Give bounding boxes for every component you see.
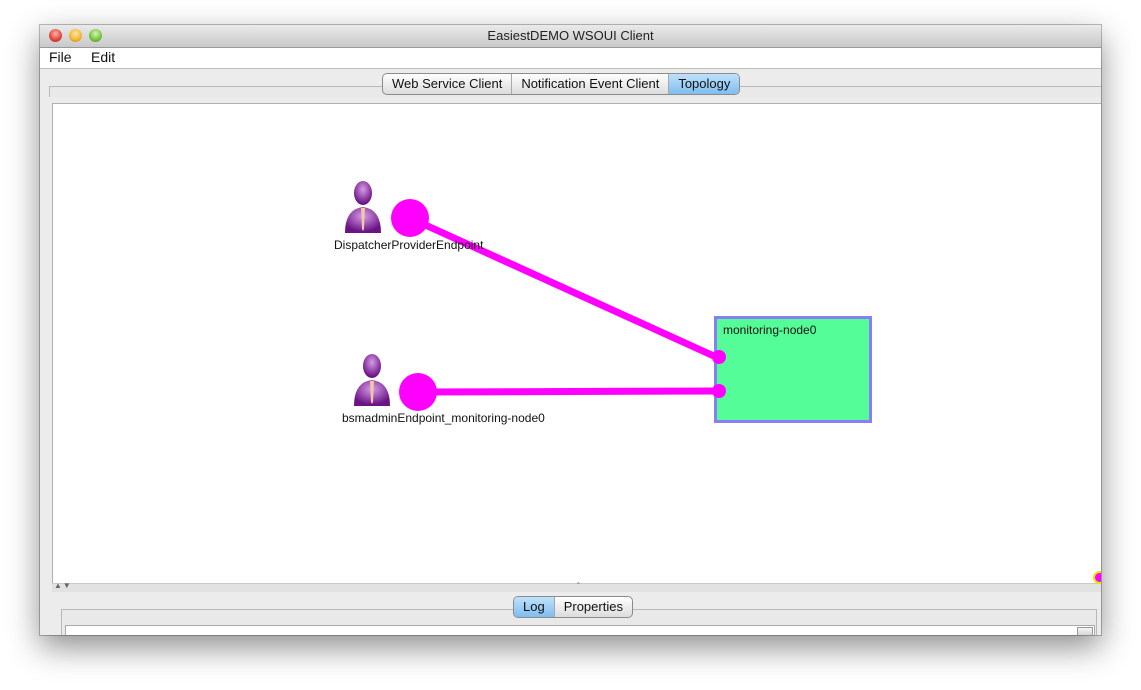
main-tabs: Web Service Client Notification Event Cl… [382,73,741,95]
bottom-tabs: Log Properties [513,596,633,618]
title-bar: EasiestDEMO WSOUI Client [40,25,1101,48]
bsmadmin-endpoint-port [399,373,437,411]
monitoring-node-label: monitoring-node0 [723,323,817,337]
tab-properties[interactable]: Properties [563,599,623,614]
menu-bar: File Edit [40,48,1101,69]
topology-canvas[interactable]: DispatcherProviderEndpoint bsmadminEndpo… [52,103,1101,584]
dispatcher-endpoint-port [391,199,429,237]
app-window: EasiestDEMO WSOUI Client File Edit Web S… [40,25,1101,635]
topology-connections [391,199,720,411]
log-text-area[interactable] [65,625,1095,635]
connection-bsmadmin-to-node [414,387,720,396]
bsmadmin-endpoint-label: bsmadminEndpoint_monitoring-node0 [342,411,545,425]
menu-file[interactable]: File [49,49,72,65]
tab-log[interactable]: Log [514,597,555,617]
zoom-window-button[interactable] [89,29,102,42]
tab-topology[interactable]: Topology [669,74,740,94]
connection-dispatcher-to-node [406,214,720,361]
tab-web-service-client[interactable]: Web Service Client [383,74,513,94]
close-window-button[interactable] [49,29,62,42]
split-collapse-arrows-icon[interactable]: ▲▼ [54,581,72,590]
user-icon[interactable] [350,352,394,408]
split-grip-icon[interactable]: ⌃ [575,581,582,590]
dispatcher-endpoint-label: DispatcherProviderEndpoint [334,238,484,252]
minimize-window-button[interactable] [69,29,82,42]
user-icon[interactable] [341,179,385,235]
split-pane-divider[interactable] [52,583,1101,592]
window-title: EasiestDEMO WSOUI Client [487,28,654,43]
monitoring-node[interactable]: monitoring-node0 [714,316,872,423]
tab-notification-event-client[interactable]: Notification Event Client [512,74,670,94]
menu-edit[interactable]: Edit [91,49,116,65]
canvas-resize-handle[interactable] [1093,571,1101,584]
log-scroll-button[interactable] [1077,627,1093,635]
